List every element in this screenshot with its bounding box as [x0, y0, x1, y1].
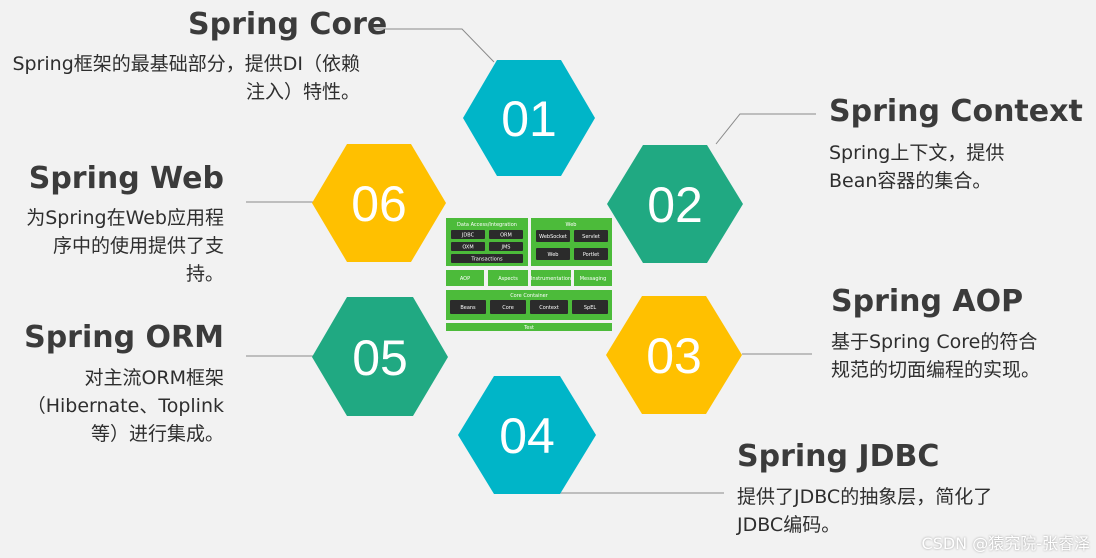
hex-04: 04 [458, 376, 596, 494]
web-desc: 为Spring在Web应用程序中的使用提供了支持。 [26, 207, 224, 285]
spel-label: SpEL [584, 305, 597, 311]
web-label: Web [548, 252, 559, 258]
beans-block [450, 300, 486, 314]
portlet-label: Portlet [583, 252, 599, 258]
web-block [536, 248, 570, 260]
servlet-label: Servlet [582, 234, 600, 240]
context-block [530, 300, 568, 314]
data-access-title: Data Access/Integration [457, 222, 517, 228]
orm-title: Spring ORM [24, 320, 224, 355]
hex-06: 06 [312, 144, 446, 262]
hex-number: 05 [352, 330, 408, 386]
messaging-label: Messaging [580, 276, 607, 282]
core-title: Spring Core [188, 7, 388, 42]
jms-block [489, 242, 523, 251]
jdbc-title: Spring JDBC [737, 439, 940, 474]
oxm-block [451, 242, 485, 251]
hex-05: 05 [312, 297, 448, 416]
hex-shape [458, 376, 596, 494]
context-label: Context [539, 305, 559, 311]
watermark: CSDN @猿究院-张睿泽 [921, 534, 1090, 553]
beans-label: Beans [460, 305, 476, 311]
connector-line-core [372, 28, 495, 63]
core-container-title: Core Container [510, 293, 549, 299]
aop-label: AOP [460, 276, 470, 282]
hex-shape [606, 296, 742, 414]
hex-number: 01 [501, 91, 557, 147]
hex-number: 02 [647, 177, 703, 233]
web-title-text: Spring Web [28, 161, 224, 196]
connector-line-context [715, 113, 816, 145]
orm-block [489, 230, 523, 239]
hex-shape [312, 144, 446, 262]
websocket-block [536, 230, 570, 242]
jdbc-label: JDBC [461, 233, 475, 239]
test-label: Test [523, 325, 534, 331]
messaging-box [574, 270, 612, 286]
core-block [490, 300, 526, 314]
orm-desc: 对主流ORM框架（Hibernate、Toplink等）进行集成。 [26, 367, 224, 445]
jdbc-desc: 提供了JDBC的抽象层，简化了JDBC编码。 [737, 486, 993, 536]
hex-03: 03 [606, 296, 742, 414]
spel-block [572, 300, 608, 314]
hex-number: 04 [499, 408, 555, 464]
portlet-block [574, 248, 608, 260]
aspects-label: Aspects [498, 276, 518, 282]
orm-label: ORM [500, 233, 512, 239]
spring-framework-diagram: Data Access/Integration JDBC ORM OXM JMS… [446, 218, 612, 331]
servlet-block [574, 230, 608, 242]
aop-desc: 基于Spring Core的符合规范的切面编程的实现。 [831, 331, 1041, 381]
websocket-label: WebSocket [539, 234, 567, 240]
test-box [446, 323, 612, 331]
instrumentation-box [531, 270, 571, 286]
hex-shape [607, 145, 743, 263]
core-desc: Spring框架的最基础部分，提供DI（依赖注入）特性。 [12, 53, 360, 103]
aop-title: Spring AOP [831, 284, 1024, 319]
context-desc: Spring上下文，提供Bean容器的集合。 [829, 142, 1005, 192]
hex-02: 02 [607, 145, 743, 263]
web-title: Web [566, 222, 577, 228]
hex-number: 03 [646, 328, 702, 384]
hex-shape [312, 297, 448, 416]
transactions-block [451, 254, 523, 263]
aspects-box [488, 270, 528, 286]
hex-shape [463, 60, 595, 176]
context-title: Spring Context [829, 94, 1083, 129]
jms-label: JMS [501, 245, 511, 251]
jdbc-block [451, 230, 485, 239]
transactions-label: Transactions [470, 257, 503, 263]
aop-box [446, 270, 484, 286]
core-label: Core [502, 305, 514, 311]
hex-number: 06 [351, 176, 407, 232]
oxm-label: OXM [462, 245, 473, 251]
hex-01: 01 [463, 60, 595, 176]
instrumentation-label: Instrumentation [531, 276, 571, 282]
